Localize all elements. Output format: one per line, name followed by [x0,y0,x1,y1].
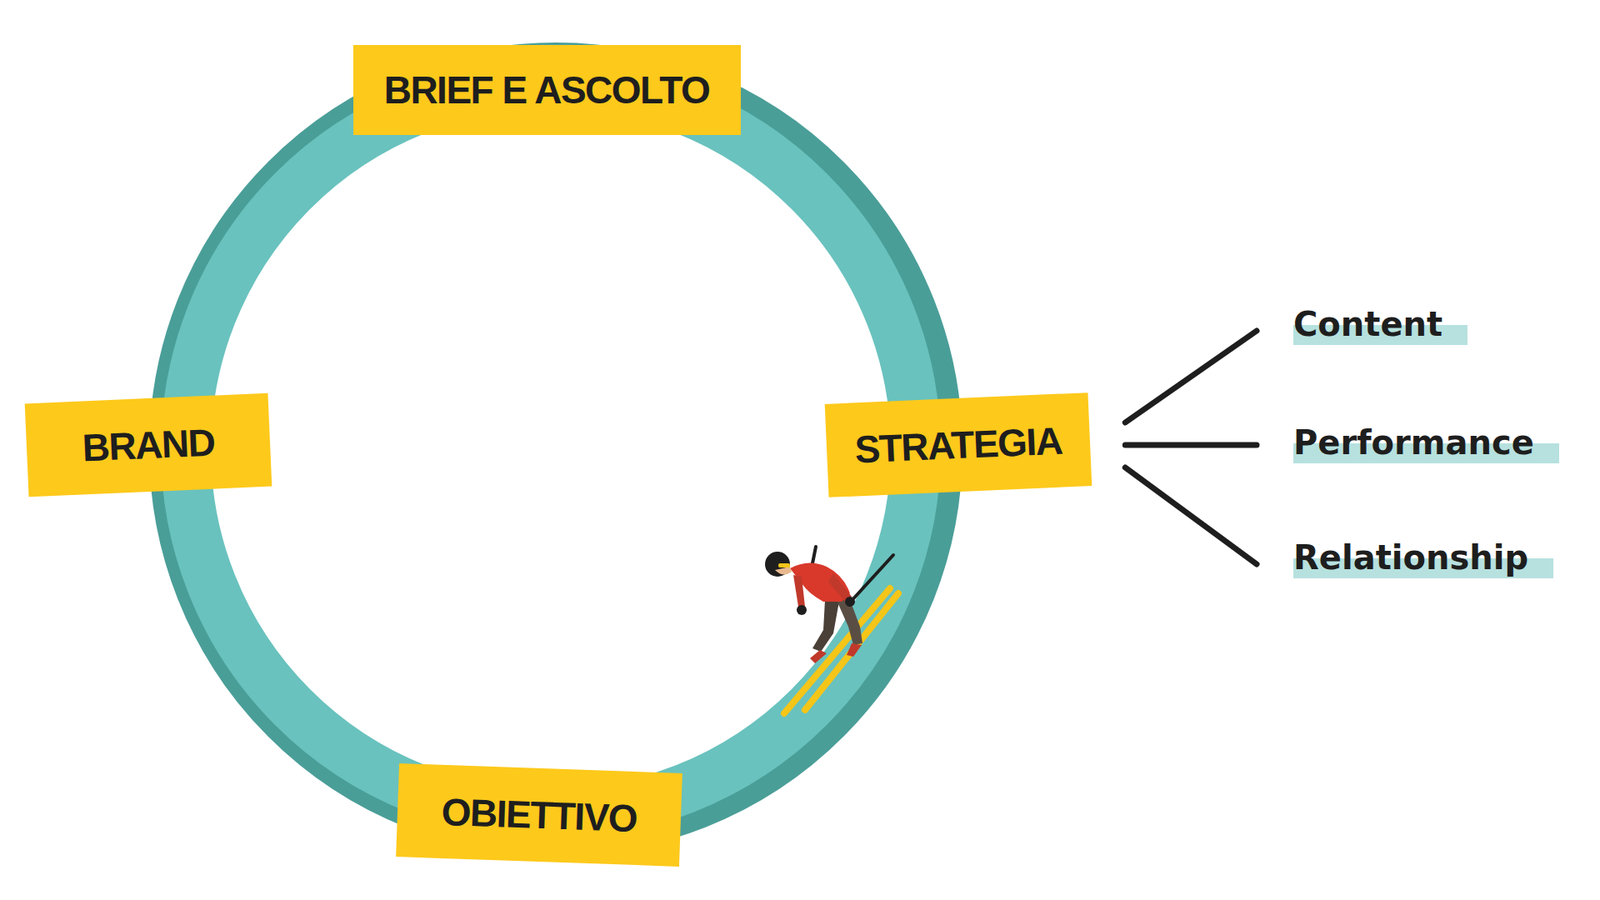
label-text: STRATEGIA [854,421,1064,470]
skier-illustration [765,546,899,714]
stage-label-box: STRATEGIA [825,392,1093,498]
stage-label-box: BRAND [25,393,273,498]
ring-outer [175,69,936,830]
ring-inner [185,84,916,815]
cycle-ring [175,69,936,830]
branch-label: Relationship [1255,535,1554,580]
stage-label-box: OBIETTIVO [395,763,683,867]
stage-label-box: BRIEF E ASCOLTO [353,45,741,135]
label-text: BRIEF E ASCOLTO [384,70,710,110]
branch-connector [1125,442,1257,449]
branch-connector [1125,467,1257,565]
label-text: BRAND [81,423,215,468]
label-text: Performance [1293,423,1535,462]
connectors [1125,330,1257,565]
branch-connector [1125,330,1257,423]
label-text: Relationship [1293,538,1529,577]
branch-label: Content [1255,301,1468,347]
branch-label: Performance [1255,420,1560,465]
label-text: Content [1293,305,1443,344]
label-text: OBIETTIVO [440,792,638,838]
